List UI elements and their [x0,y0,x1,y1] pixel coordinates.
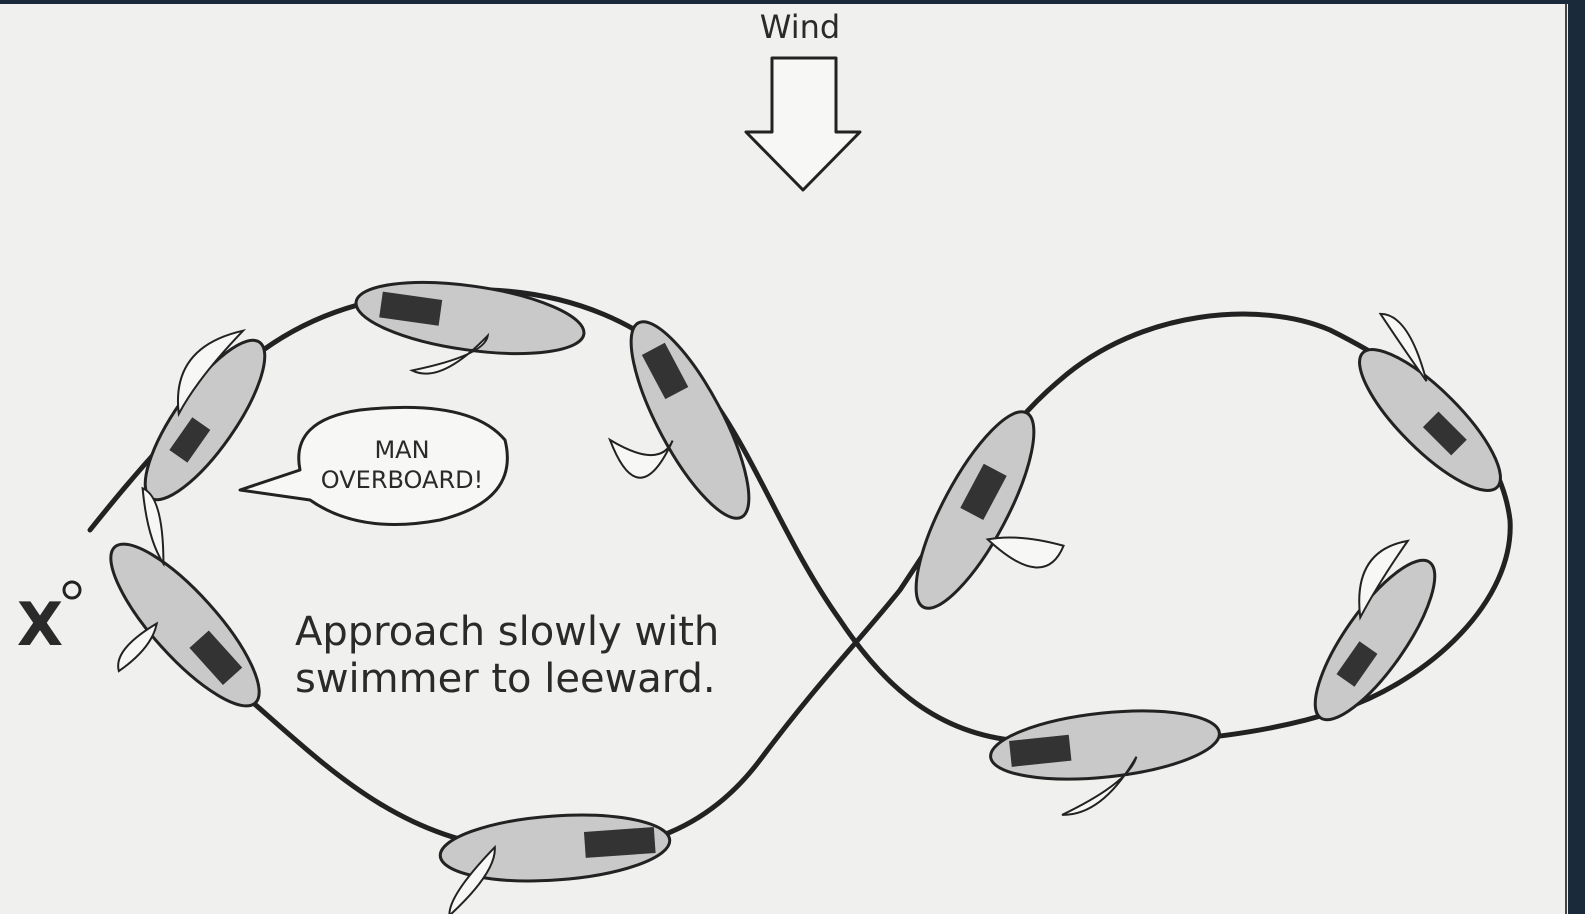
swimmer-marker: X [17,590,63,660]
bubble-line-2: OVERBOARD! [321,466,483,494]
caption-line-1: Approach slowly with [295,609,719,655]
caption-line-2: swimmer to leeward. [295,656,716,702]
wind-label: Wind [760,8,840,46]
bubble-line-1: MAN [374,436,429,464]
